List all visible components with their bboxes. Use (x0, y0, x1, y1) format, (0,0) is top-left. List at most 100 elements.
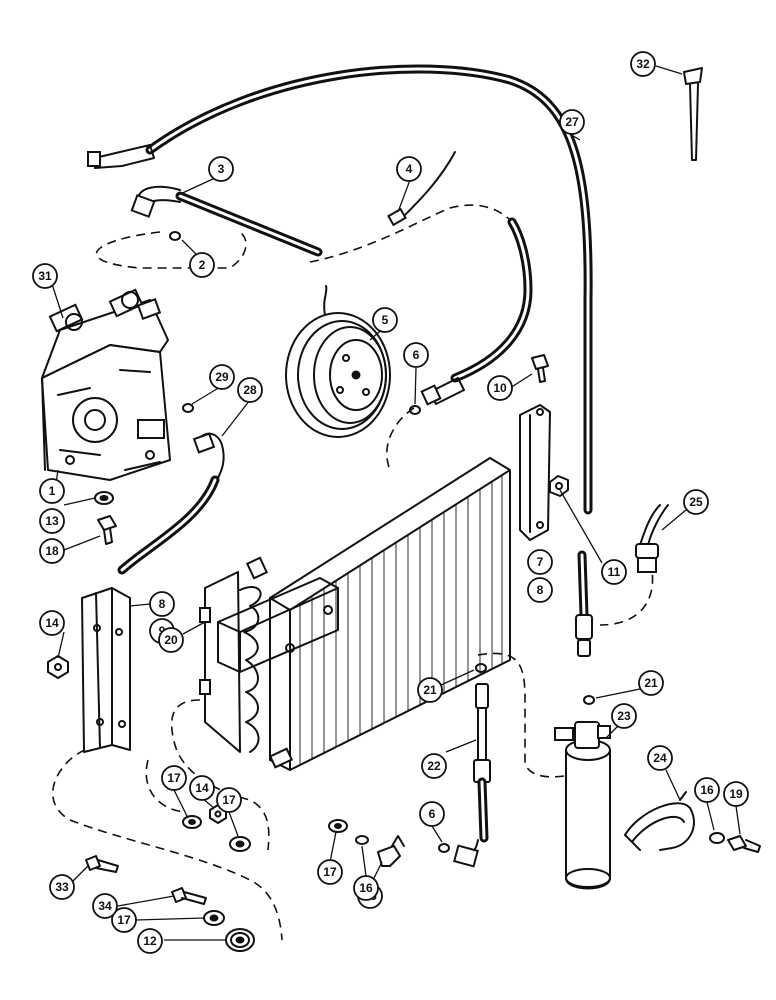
bolt-19 (727, 835, 761, 853)
washer-17-b (229, 836, 251, 852)
isolator-12 (225, 928, 255, 952)
pressure-switch-25 (635, 504, 669, 573)
svg-text:25: 25 (689, 495, 703, 509)
svg-text:17: 17 (167, 771, 181, 785)
svg-text:13: 13 (45, 514, 59, 528)
callout-25: 25 (683, 489, 709, 515)
svg-text:6: 6 (413, 348, 420, 362)
bolt-33 (85, 855, 119, 873)
o-ring-6-upper (409, 405, 421, 415)
svg-text:23: 23 (617, 709, 631, 723)
receiver-drier-23 (554, 721, 611, 890)
hose-28 (117, 432, 225, 575)
callout-22: 22 (421, 753, 447, 779)
svg-text:10: 10 (493, 381, 507, 395)
condenser-20 (199, 457, 511, 771)
o-ring-21-right (583, 695, 595, 705)
dash-route-h (145, 759, 186, 813)
dash-route-g (51, 749, 283, 941)
callout-31: 31 (32, 263, 58, 289)
callout-24: 24 (647, 745, 673, 771)
leader-lines (51, 65, 741, 941)
callout-5: 5 (372, 307, 398, 333)
o-ring-29 (182, 403, 194, 413)
svg-text:17: 17 (222, 793, 236, 807)
callout-12: 12 (137, 928, 163, 954)
cable-tie-32 (683, 67, 703, 161)
svg-text:17: 17 (323, 865, 337, 879)
svg-text:7: 7 (537, 555, 544, 569)
svg-text:14: 14 (45, 616, 59, 630)
svg-text:19: 19 (729, 787, 743, 801)
clutch-pulley-5 (285, 285, 391, 438)
suction-hose (420, 217, 533, 406)
bolt-34 (171, 887, 207, 905)
compressor-1 (41, 288, 171, 481)
svg-text:5: 5 (382, 313, 389, 327)
bracket-7 (519, 404, 551, 541)
washer-17-a (182, 815, 202, 829)
callout-14-left: 14 (39, 610, 65, 636)
callout-29: 29 (209, 364, 235, 390)
svg-text:14: 14 (195, 781, 209, 795)
callout-6-lower: 6 (419, 801, 445, 827)
callout-16-center: 16 (353, 875, 379, 901)
hose-22 (453, 683, 491, 868)
callout-8-left: 8 (149, 591, 175, 617)
callout-19: 19 (723, 781, 749, 807)
dash-route-e (477, 652, 571, 778)
svg-text:17: 17 (117, 913, 131, 927)
svg-text:18: 18 (45, 544, 59, 558)
o-ring-2 (169, 231, 181, 241)
callout-14-lower: 14 (189, 775, 215, 801)
dash-route-b (309, 204, 511, 263)
callout-34: 34 (92, 893, 118, 919)
svg-text:2: 2 (199, 258, 206, 272)
bolt-18 (97, 515, 117, 545)
bracket-8-9 (81, 587, 131, 753)
dash-route-a (95, 231, 247, 269)
svg-text:8: 8 (159, 597, 166, 611)
callout-2: 2 (189, 252, 215, 278)
o-ring-6-lower (438, 843, 450, 853)
svg-text:16: 16 (359, 881, 373, 895)
svg-text:27: 27 (565, 115, 579, 129)
svg-text:6: 6 (429, 807, 436, 821)
dash-route-c (386, 407, 415, 471)
svg-text:22: 22 (427, 759, 441, 773)
callout-32: 32 (630, 51, 656, 77)
svg-text:21: 21 (644, 676, 658, 690)
washer-13 (94, 491, 114, 505)
callout-17-bottom: 17 (111, 907, 137, 933)
lock-washer-16-b (709, 832, 725, 844)
callout-17-left-b: 17 (216, 787, 242, 813)
o-ring-21-left (475, 663, 487, 673)
svg-text:31: 31 (38, 269, 52, 283)
callout-17-center: 17 (317, 859, 343, 885)
callout-3: 3 (208, 156, 234, 182)
svg-text:32: 32 (636, 57, 650, 71)
callout-23: 23 (611, 703, 637, 729)
callout-7: 7 (527, 549, 553, 575)
callout-6-upper: 6 (403, 342, 429, 368)
nut-14-left (47, 655, 69, 679)
lock-washer-16-a (355, 835, 369, 845)
dash-route-d (599, 559, 654, 626)
svg-text:3: 3 (218, 162, 225, 176)
hose-drier-line (575, 550, 593, 657)
washer-17-d (203, 910, 225, 926)
nut-11 (549, 475, 569, 497)
svg-text:29: 29 (215, 370, 229, 384)
svg-text:8: 8 (537, 583, 544, 597)
callout-10: 10 (487, 375, 513, 401)
callout-8-right: 8 (527, 577, 553, 603)
callout-17-left-a: 17 (161, 765, 187, 791)
callout-21-left: 21 (417, 677, 443, 703)
svg-text:4: 4 (406, 162, 413, 176)
hose-27 (87, 64, 593, 515)
svg-text:24: 24 (653, 751, 667, 765)
callout-16-right: 16 (694, 777, 720, 803)
wire-4 (387, 151, 456, 227)
hose-3 (130, 185, 323, 257)
